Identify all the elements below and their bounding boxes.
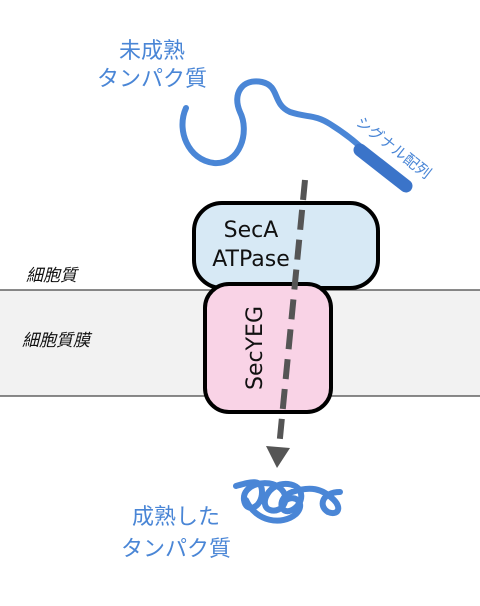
cytoplasm-label: 細胞質 — [26, 266, 80, 286]
cell-membrane-label: 細胞質膜 — [22, 331, 93, 351]
signal-sequence-segment — [353, 143, 413, 193]
seca-atpase-box — [192, 201, 380, 290]
immature-protein-label-2: タンパク質 — [97, 67, 207, 92]
arrow-head — [266, 446, 290, 468]
immature-protein-label-1: 未成熟 — [119, 39, 185, 64]
seca-label-1: SecA — [224, 218, 279, 243]
immature-protein-chain — [179, 78, 369, 167]
secyeg-label: SecYEG — [243, 306, 268, 390]
mature-protein-label-1: 成熟した — [132, 505, 220, 530]
seca-label-2: ATPase — [212, 247, 290, 272]
mature-protein-tail — [243, 495, 304, 524]
secyeg-box — [203, 282, 333, 414]
mature-protein-label-2: タンパク質 — [121, 537, 231, 562]
translocation-arrow — [276, 179, 308, 449]
